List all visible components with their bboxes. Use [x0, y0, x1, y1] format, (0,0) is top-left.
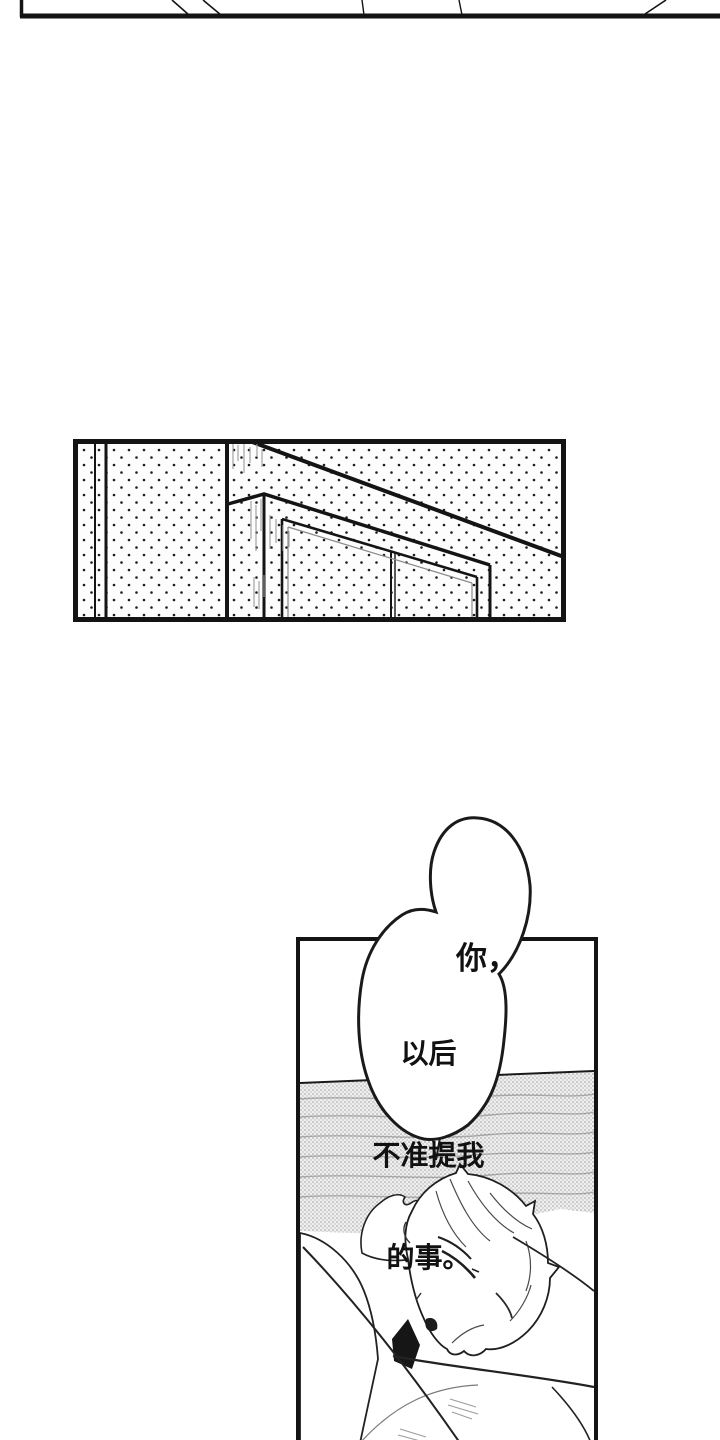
bedding-lines [302, 1246, 594, 1440]
speech-line: 你， [456, 941, 518, 977]
speech-bubble [357, 816, 532, 1161]
sketch-line [458, 0, 463, 16]
speech-line: 以后 [400, 1037, 457, 1070]
speech-text-bottom: 以后 不准提我 的事。 [352, 969, 505, 1343]
bedroom-art [300, 941, 594, 1440]
corridor-linework [94, 439, 565, 622]
eyebrow [437, 1236, 472, 1260]
speech-line: 的事。 [386, 1241, 471, 1274]
mouth [425, 1318, 438, 1332]
sketch-line [641, 0, 667, 17]
sketch-line [171, 0, 190, 16]
far-eye [495, 1292, 513, 1319]
pillow-edge [512, 1236, 594, 1292]
panel-top-remnant [19, 0, 720, 19]
nose [415, 1292, 422, 1301]
door-inner-frame [287, 526, 473, 622]
panel-corridor [73, 439, 566, 622]
panel-border [73, 439, 566, 622]
ear [403, 1221, 411, 1244]
speech-text-top: 你， [427, 874, 547, 1044]
eyelash [471, 1268, 480, 1273]
speech-bubble-body [357, 816, 532, 1141]
closed-eye [441, 1249, 477, 1279]
shading-hatch [232, 442, 290, 609]
character-head [403, 1162, 561, 1357]
sketch-line [361, 0, 365, 16]
speech-line: 不准提我 [372, 1139, 485, 1172]
sketch-line [202, 0, 222, 16]
shoulder [300, 1232, 379, 1440]
panel-bedroom [296, 937, 598, 1440]
bedding-hatch [397, 1398, 479, 1440]
